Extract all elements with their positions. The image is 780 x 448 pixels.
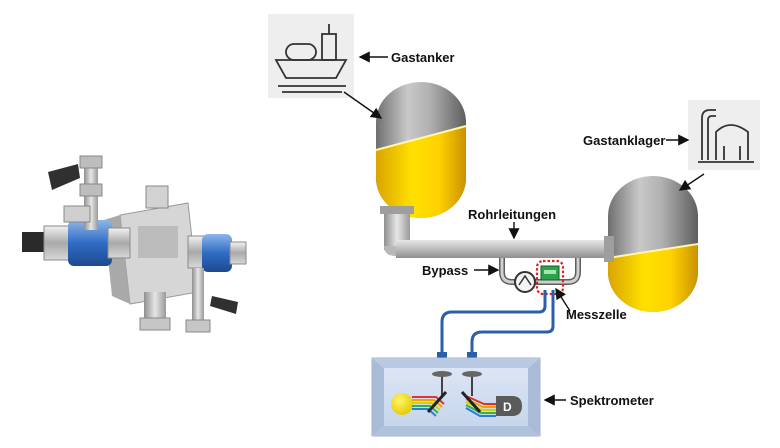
- detector-D-icon: D: [496, 396, 522, 416]
- label-spektrometer: Spektrometer: [570, 393, 654, 408]
- measuring-cell-photo: [22, 155, 247, 333]
- gas-storage-tank-icon: [688, 100, 760, 170]
- label-messzelle: Messzelle: [566, 307, 627, 322]
- label-arrows: [343, 51, 705, 406]
- label-bypass: Bypass: [422, 263, 469, 278]
- fiber-cables: [437, 290, 555, 360]
- spektrometer-box: D: [371, 357, 541, 437]
- label-gastanker: Gastanker: [391, 50, 455, 65]
- bypass-loop: [499, 258, 581, 293]
- gastanker-tank: [375, 82, 467, 218]
- pipeline: [380, 206, 614, 262]
- label-gastanklager: Gastanklager: [583, 133, 666, 148]
- label-rohrleitungen: Rohrleitungen: [468, 207, 557, 222]
- messzelle-cell: [535, 259, 565, 296]
- gas-tanker-ship-icon: [268, 14, 354, 98]
- svg-text:D: D: [503, 400, 512, 414]
- gastanklager-tank: [607, 176, 699, 312]
